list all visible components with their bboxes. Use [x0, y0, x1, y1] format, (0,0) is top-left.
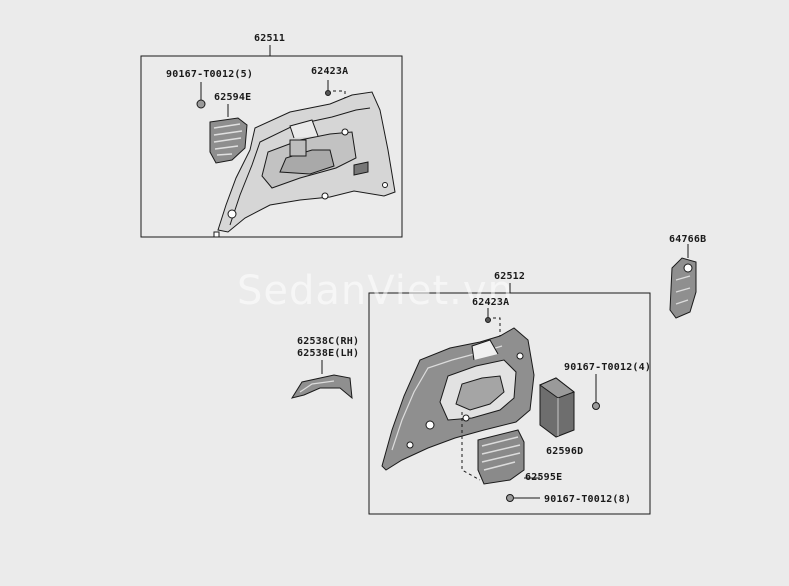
label-lower-box: 62596D [546, 446, 584, 457]
upper-cover-part [209, 104, 248, 164]
label-upper-cover: 62594E [214, 92, 252, 103]
label-garnish-rh: 62538C(RH) [297, 336, 360, 347]
watermark-text: SedanViet.vn [237, 268, 514, 314]
upper-assembly-frame [140, 55, 403, 238]
lower-box-part [538, 377, 576, 438]
label-bracket: 64766B [669, 234, 707, 245]
label-lower-clip: 62423A [472, 297, 510, 308]
label-upper-assembly: 62511 [254, 33, 286, 44]
label-upper-bolt: 90167-T0012(5) [166, 69, 254, 80]
label-lower-assembly: 62512 [494, 271, 526, 282]
label-lower-pocket: 62595E [525, 472, 563, 483]
label-lower-bolt-b: 90167-T0012(8) [544, 494, 632, 505]
upper-trim-panel [213, 91, 396, 238]
label-upper-clip: 62423A [311, 66, 349, 77]
label-garnish-lh: 62538E(LH) [297, 348, 360, 359]
label-lower-bolt-a: 90167-T0012(4) [564, 362, 652, 373]
lower-bolt-a-part [592, 374, 600, 410]
upper-bolt-part [196, 82, 206, 109]
lower-pocket-part [477, 429, 540, 485]
lower-trim-panel [381, 327, 535, 481]
garnish-part [290, 360, 353, 400]
lower-bolt-b-part [506, 494, 540, 502]
bracket-part [669, 244, 697, 319]
